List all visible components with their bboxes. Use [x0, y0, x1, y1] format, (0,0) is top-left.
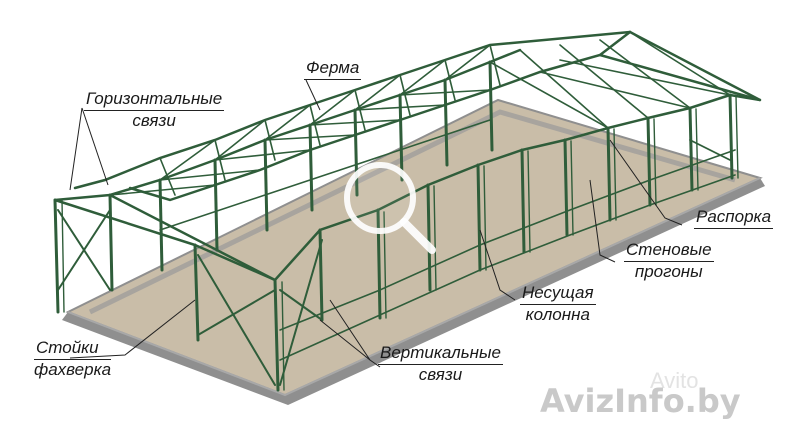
steel-frame — [53, 30, 762, 392]
label-horizontal-bracing: Горизонтальные связи — [84, 89, 225, 131]
leader-lines — [69, 79, 683, 368]
label-truss: Ферма — [304, 58, 362, 80]
label-half-timber-posts-line2: фахверка — [34, 360, 112, 379]
label-truss-line1: Ферма — [304, 58, 362, 80]
label-load-bearing-column: Несущая колонна — [520, 283, 596, 325]
label-wall-purlins-line2: прогоны — [634, 262, 703, 281]
label-vertical-bracing-line1: Вертикальные — [378, 343, 504, 365]
label-half-timber-posts: Стойки фахверка — [34, 338, 112, 380]
label-horizontal-bracing-line2: связи — [132, 111, 176, 130]
label-horizontal-bracing-line1: Горизонтальные — [84, 89, 225, 111]
label-wall-purlins-line1: Стеновые — [624, 240, 714, 262]
label-vertical-bracing-line2: связи — [418, 365, 463, 384]
avizinfo-watermark: AvizInfo.by — [540, 382, 741, 420]
label-wall-purlins: Стеновые прогоны — [624, 240, 714, 282]
avito-watermark: Avito — [650, 368, 699, 393]
label-load-bearing-column-line1: Несущая — [520, 283, 596, 305]
label-strut: Распорка — [694, 207, 774, 229]
magnifier-icon[interactable] — [336, 158, 446, 258]
label-strut-line1: Распорка — [694, 207, 774, 229]
label-half-timber-posts-line1: Стойки — [34, 338, 112, 360]
label-load-bearing-column-line2: колонна — [525, 305, 590, 324]
label-vertical-bracing: Вертикальные связи — [378, 343, 504, 385]
